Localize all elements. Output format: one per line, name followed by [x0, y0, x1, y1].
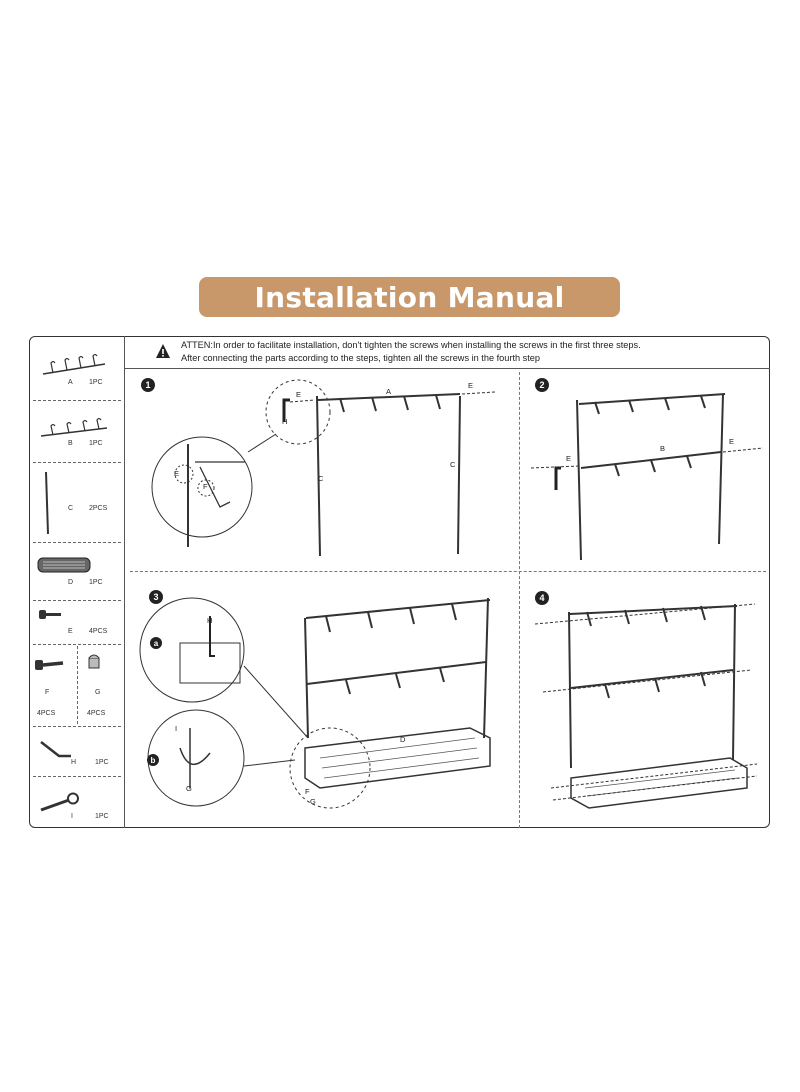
upright-pole-icon — [45, 471, 49, 535]
step-1-label: E — [468, 381, 474, 390]
step-3-label: I — [175, 724, 178, 733]
step-3-label: F — [305, 787, 310, 796]
step-4-number: 4 — [535, 591, 549, 605]
part-qty: 1PC — [89, 379, 103, 386]
part-qty: 2PCS — [89, 505, 108, 512]
part-f-g: F G 4PCS 4PCS — [29, 644, 125, 726]
allen-key-icon — [40, 741, 71, 758]
cap-nut-icon — [88, 654, 100, 669]
part-qty: 4PCS — [87, 710, 106, 717]
part-letter: H — [71, 759, 77, 766]
part-qty: 4PCS — [37, 710, 56, 717]
step-1-label: C — [450, 460, 456, 469]
step-3-sub-b: b — [147, 754, 159, 766]
step-divider-horizontal — [130, 571, 766, 572]
attention-line-1: ATTEN:In order to facilitate installatio… — [181, 340, 641, 350]
title-banner: Installation Manual — [199, 277, 620, 317]
part-i: I 1PC — [29, 776, 125, 828]
step-1-illustration — [151, 379, 496, 557]
page-title: Installation Manual — [254, 280, 565, 314]
bolt-icon — [35, 660, 64, 670]
hook-rail-icon — [40, 417, 108, 437]
hook-rail-icon — [42, 353, 106, 375]
step-3-sub-a: a — [150, 637, 162, 649]
step-3-label: G — [186, 784, 192, 793]
manual-frame — [29, 336, 770, 828]
step-1-label: A — [386, 387, 392, 396]
part-qty: 1PC — [89, 440, 103, 447]
part-letter: C — [68, 505, 74, 512]
screw-icon — [39, 610, 61, 619]
part-c: C 2PCS — [29, 462, 125, 542]
step-2-label: E — [566, 454, 572, 463]
step-1-label: F — [203, 482, 208, 491]
step-2-label: B — [660, 444, 666, 453]
step-1-label: E — [296, 390, 302, 399]
step-1-label: H — [282, 417, 288, 426]
part-qty: 1PC — [95, 759, 109, 766]
part-h: H 1PC — [29, 726, 125, 776]
part-qty: 1PC — [89, 579, 103, 586]
step-2-illustration — [530, 393, 764, 561]
step-3-illustration — [139, 597, 491, 809]
part-d: D 1PC — [29, 542, 125, 600]
part-qty: 4PCS — [89, 628, 108, 635]
step-2-label: E — [729, 437, 735, 446]
part-letter: D — [68, 579, 74, 586]
step-3-number: 3 — [149, 590, 163, 604]
attention-notice: ATTEN:In order to facilitate installatio… — [125, 336, 770, 369]
step-3-label: G — [310, 797, 316, 806]
step-3-label: D — [400, 735, 406, 744]
parts-list: A 1PC B 1PC C 2PCS D 1PC E — [29, 336, 125, 828]
base-tray-icon — [37, 557, 91, 573]
part-letter: F — [45, 689, 50, 696]
part-letter: I — [71, 813, 73, 820]
step-1-label: C — [318, 474, 324, 483]
part-letter: A — [68, 379, 73, 386]
part-letter: E — [68, 628, 73, 635]
step-4-illustration — [534, 603, 758, 809]
step-1-number: 1 — [141, 378, 155, 392]
part-e: E 4PCS — [29, 600, 125, 644]
wrench-icon — [40, 792, 79, 812]
part-b: B 1PC — [29, 400, 125, 462]
step-1-label: E — [174, 469, 180, 478]
warning-triangle-icon — [156, 344, 170, 358]
part-a: A 1PC — [29, 336, 125, 400]
part-qty: 1PC — [95, 813, 109, 820]
step-2-number: 2 — [535, 378, 549, 392]
part-letter: B — [68, 440, 73, 447]
part-letter: G — [95, 689, 101, 696]
attention-line-2: After connecting the parts according to … — [181, 353, 541, 363]
step-3-label: H — [207, 616, 213, 625]
step-divider-vertical — [519, 372, 520, 828]
